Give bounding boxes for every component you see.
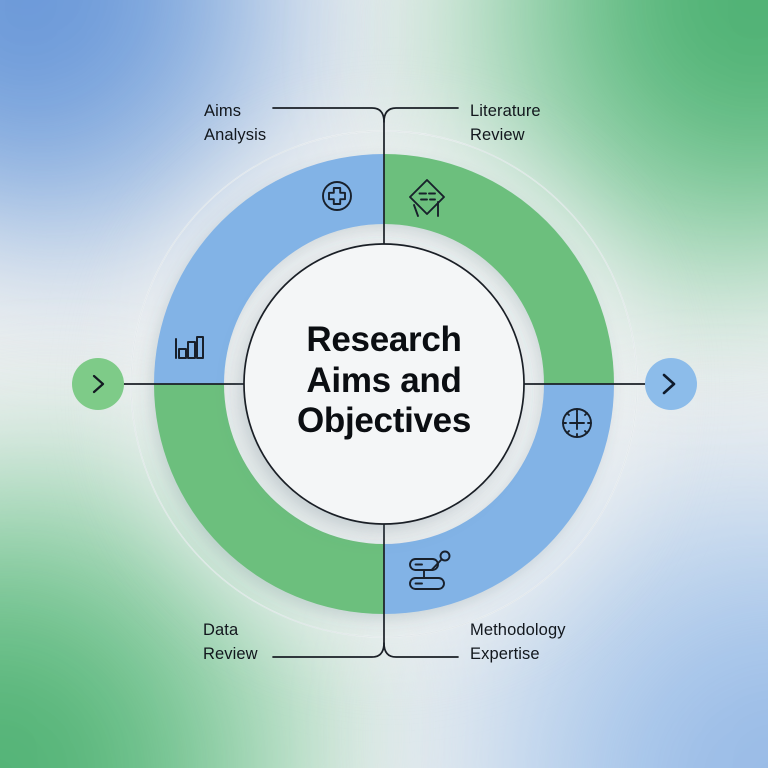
label-methodology-expertise: Methodology Expertise [470, 621, 566, 663]
right-node-circle[interactable] [645, 358, 697, 410]
chevron-right-icon [662, 373, 676, 395]
donut-ring [154, 154, 614, 614]
label-literature-review: Literature Review [470, 102, 541, 144]
ring-segment-top-left[interactable] [154, 154, 384, 384]
left-node[interactable] [72, 358, 124, 410]
center-title: Research Aims and Objectives [296, 320, 472, 441]
ring-segment-bottom-left[interactable] [154, 384, 384, 614]
diamond-document-icon[interactable] [409, 179, 445, 217]
inner-circle[interactable] [243, 243, 525, 525]
label-aims-analysis: Aims Analysis [204, 102, 267, 144]
ring-segment-top-right[interactable] [384, 154, 614, 384]
ring-segment-bottom-right[interactable] [384, 384, 614, 614]
right-node[interactable] [645, 358, 697, 410]
server-stack-pointer-icon[interactable] [409, 550, 451, 590]
connector-bottom-right [383, 642, 459, 658]
chevron-right-icon [92, 374, 105, 394]
label-data-review: Data Review [203, 621, 258, 663]
compass-clock-icon[interactable] [562, 408, 592, 438]
bar-chart-icon[interactable] [175, 336, 204, 359]
connector-top-right [383, 107, 459, 123]
left-node-circle[interactable] [72, 358, 124, 410]
circled-cross-icon[interactable] [322, 181, 352, 211]
